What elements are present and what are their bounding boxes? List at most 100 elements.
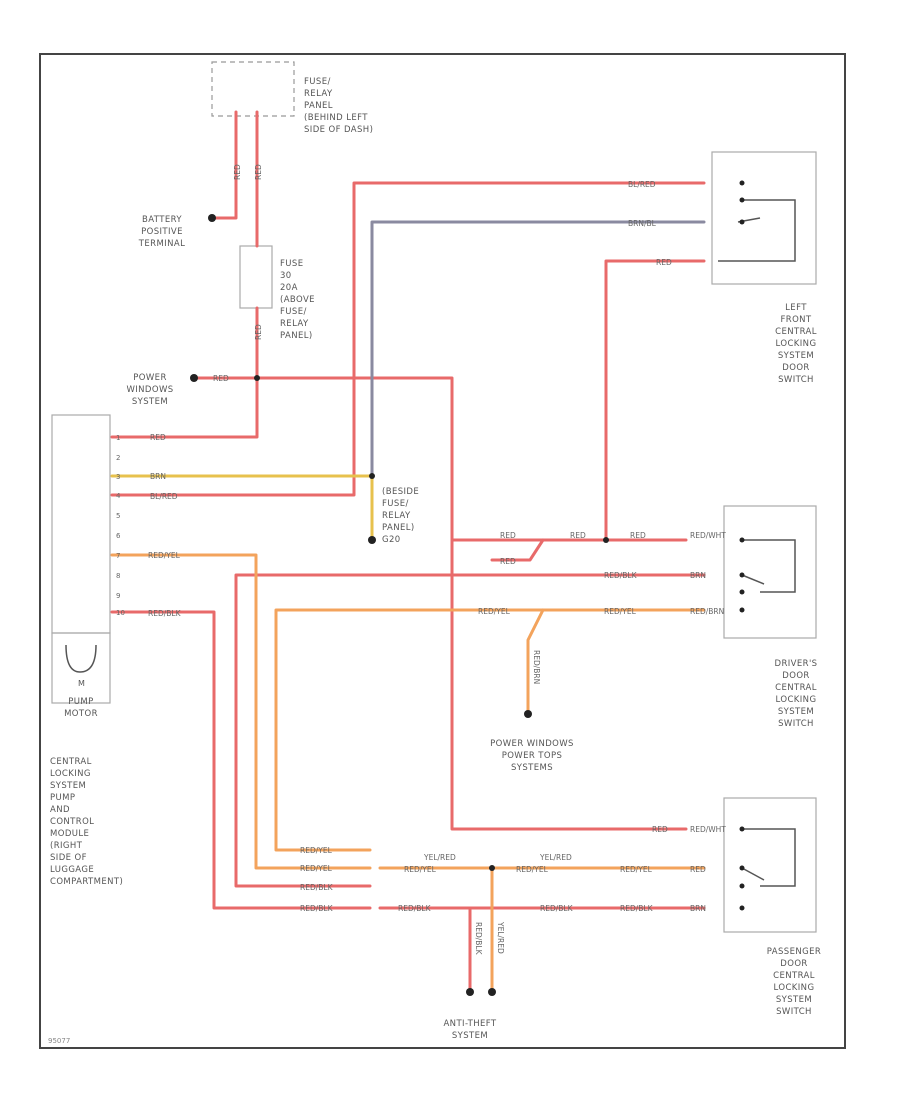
tops-dot (524, 710, 532, 718)
module-pin-9: 9 (116, 592, 120, 600)
label-line: SIDE OF DASH) (304, 125, 374, 135)
dr-contact-4 (739, 607, 745, 613)
lf-contact-1 (739, 180, 745, 186)
power-windows-dot (190, 374, 198, 382)
wl-red-yel-1: RED/YEL (148, 551, 181, 560)
wl-red-yel-7: RED/YEL (516, 865, 549, 874)
wl-brn: BRN (150, 472, 166, 481)
wl-red-yel-4: RED/YEL (300, 846, 333, 855)
label-line: SIDE OF (50, 853, 87, 863)
dr-contact-3 (739, 589, 745, 595)
module-pin-1: 1 (116, 434, 120, 442)
wl-red-blk-1: RED/BLK (148, 609, 182, 618)
wl-yel-red-vert: YEL/RED (496, 921, 505, 954)
label-line: (BEHIND LEFT (304, 113, 368, 123)
label-line: PASSENGER (766, 947, 822, 957)
label-line: LOCKING (773, 983, 815, 993)
wl-red-4: RED (213, 374, 229, 383)
label-line: LOCKING (50, 769, 91, 779)
wl-red-yel-5: RED/YEL (300, 864, 333, 873)
label-line: (RIGHT (50, 841, 83, 851)
wl-red-blk-4: RED/BLK (300, 904, 334, 913)
label-line: MODULE (50, 829, 90, 839)
wire-red-power-windows (194, 376, 545, 542)
wire-red-fuse-out (110, 306, 259, 439)
passenger-splice (489, 865, 495, 871)
wl-red-blk-2: RED/BLK (604, 571, 638, 580)
pa-contact-4 (739, 905, 745, 911)
label-line: RELAY (280, 319, 309, 329)
wire-red-left-front (604, 259, 706, 542)
wl-red-blk-6: RED/BLK (540, 904, 574, 913)
lf-contact-3 (739, 219, 745, 225)
wire-red-battery (212, 110, 238, 220)
label-line: CENTRAL (775, 327, 817, 337)
label-line: COMPARTMENT) (50, 877, 124, 887)
pa-contact-3 (739, 883, 745, 889)
label-line: AND (50, 805, 70, 815)
module-pin-6: 6 (116, 532, 121, 540)
label-line: 30 (280, 271, 292, 281)
label-line: SYSTEMS (510, 763, 554, 773)
label-line: DOOR (782, 363, 810, 373)
wl-red-9: RED (570, 531, 586, 540)
label-line: LOCKING (775, 695, 817, 705)
pump-motor-box (51, 632, 111, 704)
label-line: SWITCH (776, 1007, 812, 1017)
pa-contact-1 (739, 826, 745, 832)
label-line: SYSTEM (50, 781, 87, 791)
wire-red-passenger (450, 538, 688, 831)
wl-red-11: RED (652, 825, 668, 834)
module-pin-3: 3 (116, 473, 120, 481)
label-line: CONTROL (50, 817, 95, 827)
wl-yel-red-2: YEL/RED (539, 853, 572, 862)
dr-contact-2 (739, 572, 745, 578)
wire-red-splice-down (490, 538, 545, 562)
label-line: PUMP (50, 793, 76, 803)
wl-red-3: RED (254, 324, 263, 340)
label-line: MOTOR (64, 709, 98, 719)
label-line: SWITCH (778, 719, 814, 729)
label-line: POWER (133, 373, 167, 383)
drivers-switch-box (723, 505, 817, 639)
label-line: CENTRAL (775, 683, 817, 693)
label-line: G20 (382, 535, 401, 545)
dr-contact-1 (739, 537, 745, 543)
label-line: FRONT (780, 315, 812, 325)
wire-red-blk-module (110, 610, 372, 910)
label-line: POSITIVE (141, 227, 183, 237)
fuse-30-box (239, 245, 273, 309)
wl-red-blk-7: RED/BLK (620, 904, 654, 913)
wl-red-6: RED (656, 258, 672, 267)
wire-red-yel-drivers (274, 608, 706, 852)
wl-red-brn: RED/BRN (690, 607, 724, 616)
diagram-frame (39, 53, 846, 1049)
module-pin-8: 8 (116, 572, 120, 580)
wl-red-yel-8: RED/YEL (620, 865, 653, 874)
wl-red-wht-1: RED/WHT (690, 531, 726, 540)
label-line: 20A (280, 283, 298, 293)
motor-m: M (78, 679, 85, 688)
wl-red-2: RED (254, 164, 263, 180)
pump-motor-symbol (65, 644, 97, 673)
wl-brn-3: BRN (690, 904, 706, 913)
red-splice (603, 537, 609, 543)
label-line: SWITCH (778, 375, 814, 385)
wl-red-yel-3: RED/YEL (604, 607, 637, 616)
left-front-switch-box (711, 151, 817, 285)
label-line: TERMINAL (138, 239, 186, 249)
wl-red-brn-vert: RED/BRN (532, 650, 541, 684)
wire-red-yel-tops (526, 608, 545, 714)
label-line: POWER WINDOWS (490, 739, 574, 749)
battery-terminal-dot (208, 214, 216, 222)
module-pin-7: 7 (116, 552, 120, 560)
wl-red-blk-5: RED/BLK (398, 904, 432, 913)
label-line: DOOR (782, 671, 810, 681)
